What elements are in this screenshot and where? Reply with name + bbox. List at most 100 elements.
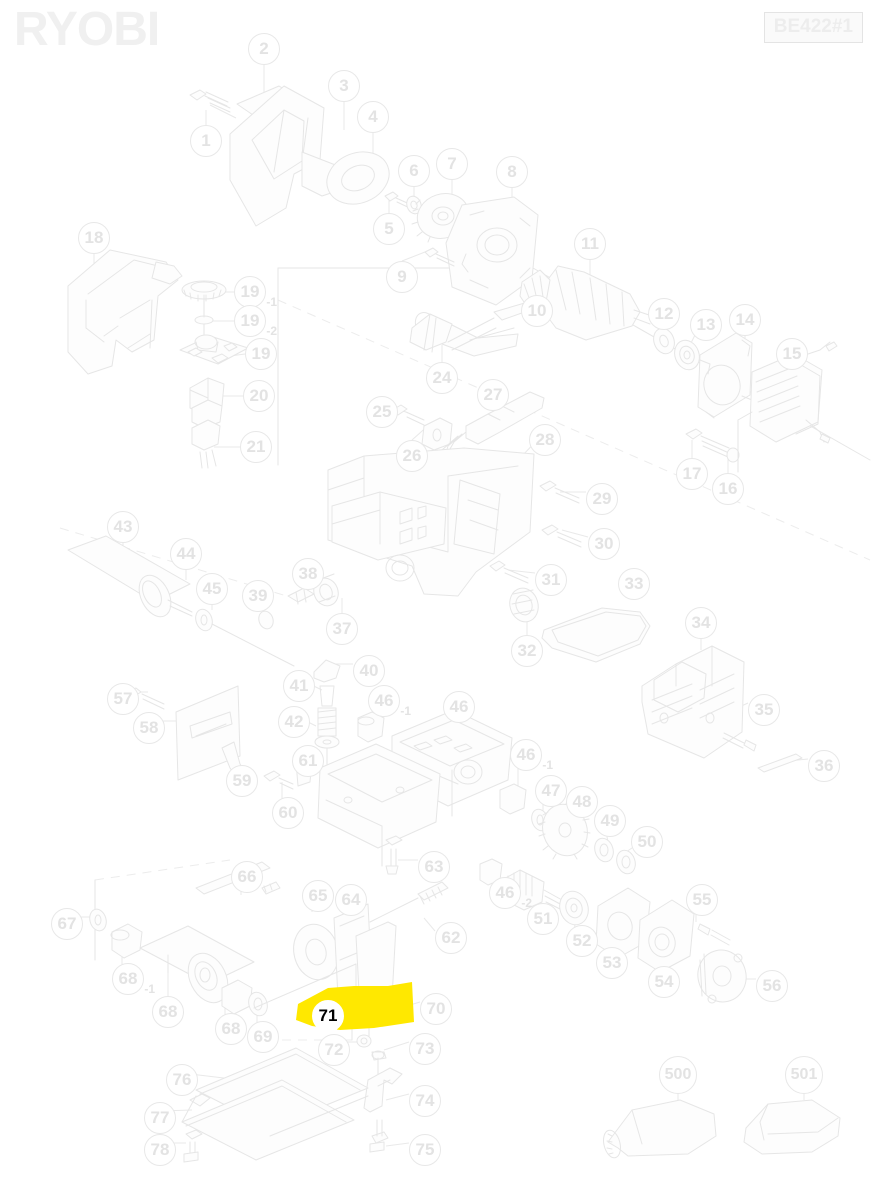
callout-balloon-18[interactable]: 18	[78, 222, 110, 254]
callout-balloon-31[interactable]: 31	[535, 564, 567, 596]
callout-balloon-55[interactable]: 55	[686, 884, 718, 916]
callout-number: 75	[415, 1140, 435, 1159]
callout-balloon-41[interactable]: 41	[283, 670, 315, 702]
callout-balloon-38[interactable]: 38	[292, 558, 324, 590]
callout-number: 10	[527, 301, 547, 320]
callout-balloon-33[interactable]: 33	[618, 568, 650, 600]
callout-balloon-2[interactable]: 2	[248, 33, 280, 65]
callout-number: 69	[253, 1027, 273, 1046]
callout-balloon-78[interactable]: 78	[144, 1134, 176, 1166]
callout-balloon-500[interactable]: 500	[659, 1056, 697, 1094]
callout-number: 68	[118, 969, 138, 988]
callout-subindex: -2	[521, 896, 532, 910]
callout-balloon-74[interactable]: 74	[409, 1085, 441, 1117]
callout-balloon-35[interactable]: 35	[748, 694, 780, 726]
callout-balloon-53[interactable]: 53	[596, 947, 628, 979]
callout-balloon-51[interactable]: 51	[527, 903, 559, 935]
callout-balloon-4[interactable]: 4	[357, 101, 389, 133]
callout-balloon-76[interactable]: 76	[166, 1064, 198, 1096]
callout-balloon-27[interactable]: 27	[477, 379, 509, 411]
callout-balloon-26[interactable]: 26	[396, 440, 428, 472]
callout-balloon-39[interactable]: 39	[242, 580, 274, 612]
callout-balloon-58[interactable]: 58	[133, 712, 165, 744]
callout-balloon-71[interactable]: 71	[312, 1000, 344, 1032]
callout-balloon-64[interactable]: 64	[335, 884, 367, 916]
callout-balloon-70[interactable]: 70	[420, 993, 452, 1025]
callout-balloon-63[interactable]: 63	[418, 851, 450, 883]
callout-balloon-17[interactable]: 17	[676, 458, 708, 490]
callout-balloon-34[interactable]: 34	[685, 607, 717, 639]
callout-number: 30	[594, 534, 614, 553]
callout-balloon-15[interactable]: 15	[776, 338, 808, 370]
callout-balloon-54[interactable]: 54	[648, 966, 680, 998]
callout-balloon-61[interactable]: 61	[292, 745, 324, 777]
callout-balloon-25[interactable]: 25	[366, 396, 398, 428]
callout-balloon-50[interactable]: 50	[631, 826, 663, 858]
callout-balloon-42[interactable]: 42	[278, 706, 310, 738]
callout-balloon-21[interactable]: 21	[240, 431, 272, 463]
callout-balloon-19-2[interactable]: 19-2	[234, 305, 277, 338]
callout-balloon-48[interactable]: 48	[566, 786, 598, 818]
callout-balloon-501[interactable]: 501	[785, 1056, 823, 1094]
callout-balloon-11[interactable]: 11	[574, 228, 606, 260]
callout-number: 20	[249, 386, 269, 405]
callout-balloon-37[interactable]: 37	[326, 613, 358, 645]
callout-balloon-49[interactable]: 49	[594, 805, 626, 837]
callout-number: 35	[754, 700, 774, 719]
callout-balloon-19[interactable]: 19	[245, 338, 277, 370]
callout-balloon-5[interactable]: 5	[373, 213, 405, 245]
callout-balloon-30[interactable]: 30	[588, 528, 620, 560]
callout-balloon-9[interactable]: 9	[386, 261, 418, 293]
callout-balloon-46-1b[interactable]: 46-1	[510, 739, 553, 772]
callout-balloon-60[interactable]: 60	[272, 797, 304, 829]
callout-balloon-46-2[interactable]: 46-2	[489, 877, 532, 910]
callout-balloon-62[interactable]: 62	[435, 922, 467, 954]
callout-balloon-36[interactable]: 36	[808, 750, 840, 782]
callout-balloon-75[interactable]: 75	[409, 1134, 441, 1166]
callout-balloon-65[interactable]: 65	[302, 880, 334, 912]
callout-balloon-14[interactable]: 14	[729, 304, 761, 336]
callout-balloon-8[interactable]: 8	[496, 156, 528, 188]
callout-balloon-1[interactable]: 1	[190, 125, 222, 157]
callout-balloon-77[interactable]: 77	[144, 1102, 176, 1134]
callout-balloon-32[interactable]: 32	[511, 635, 543, 667]
callout-balloon-72[interactable]: 72	[318, 1034, 350, 1066]
callout-balloon-66[interactable]: 66	[231, 861, 263, 893]
callout-balloon-40[interactable]: 40	[353, 655, 385, 687]
callout-balloon-29[interactable]: 29	[586, 483, 618, 515]
callout-balloon-20[interactable]: 20	[243, 380, 275, 412]
callout-number: 41	[289, 676, 309, 695]
callout-balloon-12[interactable]: 12	[648, 298, 680, 330]
callout-balloon-67[interactable]: 67	[51, 908, 83, 940]
callout-balloon-57[interactable]: 57	[107, 683, 139, 715]
callout-balloon-19-1[interactable]: 19-1	[234, 276, 277, 309]
callout-balloon-52[interactable]: 52	[566, 925, 598, 957]
callout-balloon-56[interactable]: 56	[756, 970, 788, 1002]
callout-balloon-68-1b[interactable]: 68-1	[215, 1013, 258, 1046]
callout-number: 60	[278, 803, 298, 822]
callout-number: 53	[602, 953, 622, 972]
callout-balloon-59[interactable]: 59	[226, 765, 258, 797]
callout-balloon-69[interactable]: 69	[247, 1021, 279, 1053]
callout-balloon-6[interactable]: 6	[398, 155, 430, 187]
callout-balloon-46-1a[interactable]: 46-1	[368, 685, 411, 718]
callout-balloon-10[interactable]: 10	[521, 295, 553, 327]
callout-balloon-46[interactable]: 46	[443, 691, 475, 723]
callout-balloon-13[interactable]: 13	[690, 309, 722, 341]
callout-number: 70	[426, 999, 446, 1018]
callout-balloon-16[interactable]: 16	[712, 473, 744, 505]
callout-balloon-73[interactable]: 73	[409, 1033, 441, 1065]
callout-balloon-28[interactable]: 28	[529, 424, 561, 456]
callout-balloon-68-1a[interactable]: 68-1	[112, 963, 155, 996]
callout-number: 68	[221, 1019, 241, 1038]
callout-balloon-3[interactable]: 3	[328, 70, 360, 102]
callout-balloon-43[interactable]: 43	[107, 511, 139, 543]
callout-balloon-45[interactable]: 45	[196, 573, 228, 605]
callout-balloon-44[interactable]: 44	[170, 538, 202, 570]
callout-balloon-24[interactable]: 24	[426, 362, 458, 394]
callout-balloon-7[interactable]: 7	[436, 148, 468, 180]
callout-number: 74	[415, 1091, 435, 1110]
callout-balloon-68[interactable]: 68	[152, 996, 184, 1028]
callout-balloon-47[interactable]: 47	[535, 775, 567, 807]
callout-number: 15	[782, 344, 802, 363]
